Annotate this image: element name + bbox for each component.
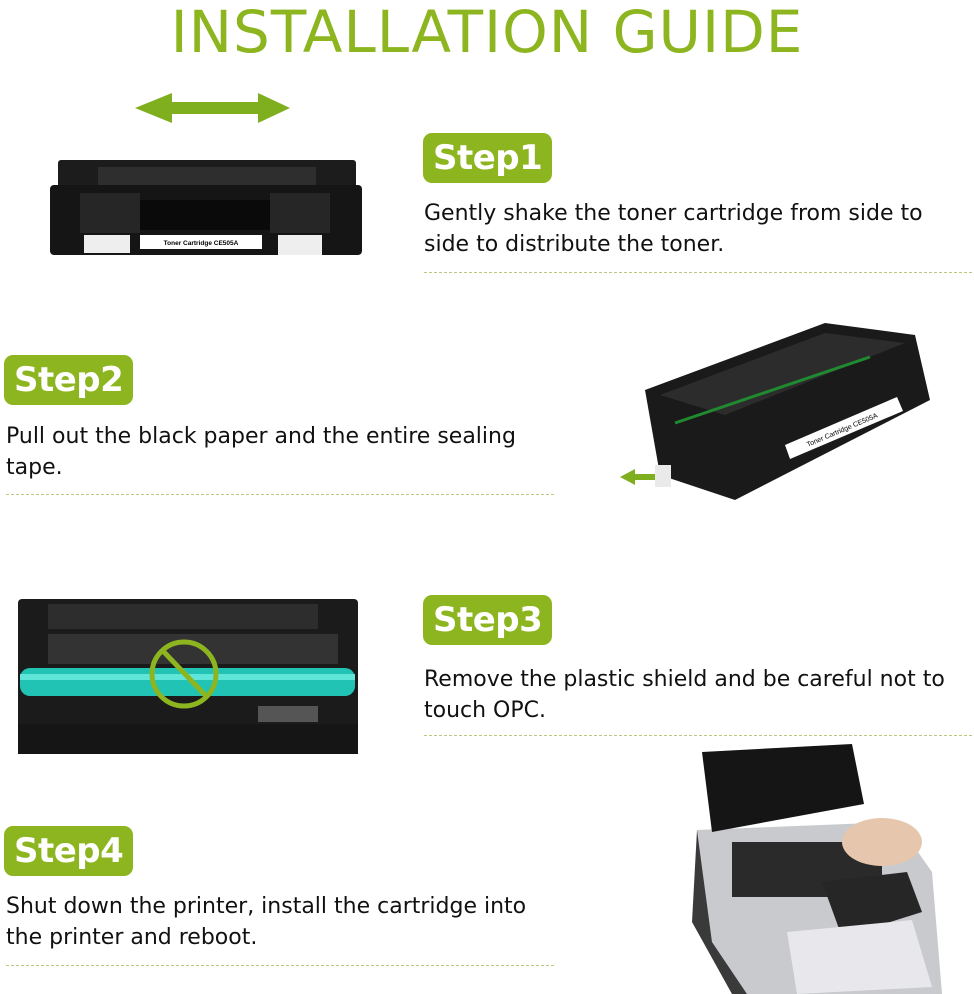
page-title: INSTALLATION GUIDE	[170, 0, 804, 66]
step2-divider	[6, 494, 554, 495]
step3-divider	[424, 735, 972, 736]
step1-text-line2: side to distribute the toner.	[424, 232, 725, 257]
step3-text-line2: touch OPC.	[424, 698, 546, 723]
double-arrow-icon	[135, 93, 290, 123]
step1-image: Toner Cartridge CE505A	[40, 85, 370, 275]
step4-badge: Step4	[4, 826, 134, 876]
step1-text-line1: Gently shake the toner cartridge from si…	[424, 201, 923, 226]
toner-cartridge-angled: Toner Cartridge CE505A	[645, 323, 930, 500]
step2-image: Toner Cartridge CE505A	[615, 305, 945, 520]
step3-text-line1: Remove the plastic shield and be careful…	[424, 667, 945, 692]
printer	[692, 744, 942, 994]
hand	[842, 818, 922, 866]
left-arrow-icon	[620, 469, 655, 485]
step4-text-line2: the printer and reboot.	[6, 925, 258, 950]
step2-badge: Step2	[4, 355, 134, 405]
step2-text-line2: tape.	[6, 455, 63, 480]
step4-divider	[6, 965, 554, 966]
step3-badge: Step3	[423, 595, 553, 645]
step1-divider	[424, 272, 972, 273]
step4-image	[692, 742, 942, 994]
toner-cartridge-front: Toner Cartridge CE505A	[50, 160, 362, 255]
cartridge-label: Toner Cartridge CE505A	[164, 240, 239, 247]
step4-text-line1: Shut down the printer, install the cartr…	[6, 894, 527, 919]
step1-badge: Step1	[423, 133, 553, 183]
prohibited-icon	[149, 639, 219, 709]
step3-image	[8, 594, 378, 759]
step2-text-line1: Pull out the black paper and the entire …	[6, 424, 516, 449]
